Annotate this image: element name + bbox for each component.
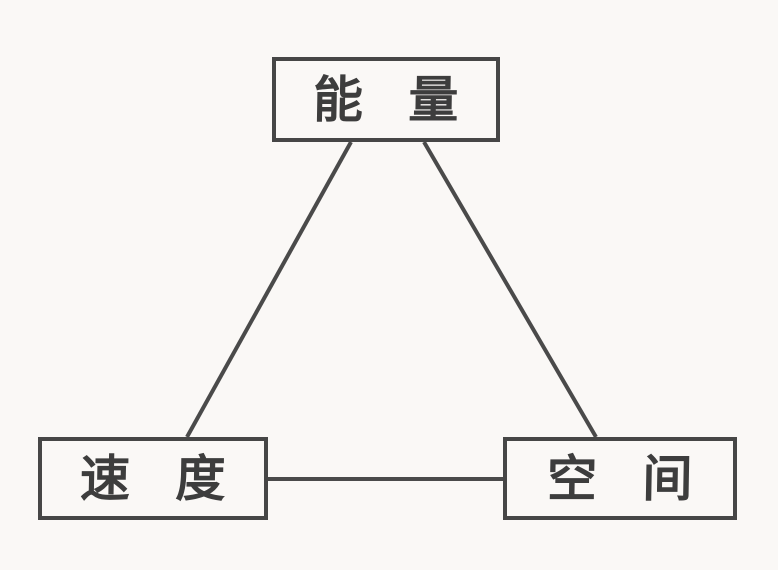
node-space-label: 空 间 (546, 449, 708, 508)
edge-energy-space (422, 140, 598, 439)
edge-energy-speed (185, 141, 353, 438)
node-speed: 速 度 (38, 437, 268, 520)
node-space: 空 间 (503, 437, 737, 520)
node-energy-label: 能 量 (312, 70, 474, 129)
node-speed-label: 速 度 (79, 449, 241, 508)
node-energy: 能 量 (272, 57, 500, 142)
